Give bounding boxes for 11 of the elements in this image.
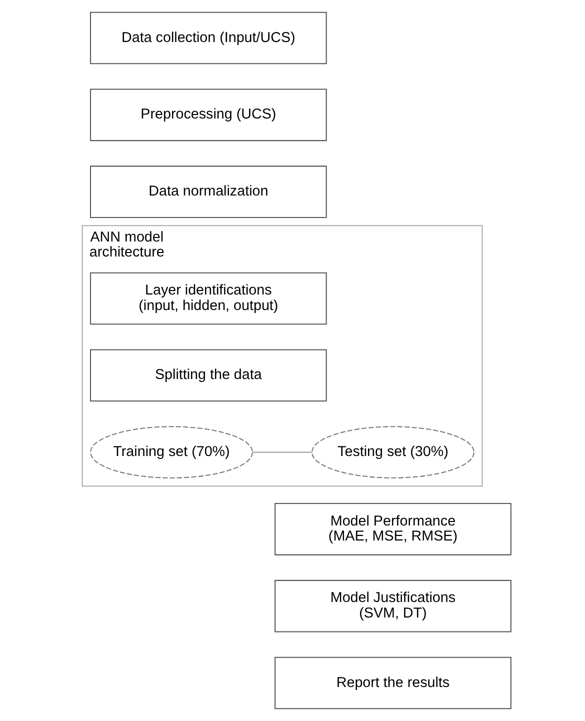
node-ellipse: Training set (70%) [90, 426, 254, 478]
node-box: Data collection (Input/UCS) [90, 12, 327, 64]
node-box: Report the results [274, 656, 512, 710]
connector [252, 452, 312, 453]
node-ellipse: Testing set (30%) [311, 426, 474, 478]
node-box: Model Performance (MAE, MSE, RMSE) [274, 503, 512, 556]
node-box: Layer identifications (input, hidden, output) [90, 272, 327, 325]
node-box: Splitting the data [90, 349, 327, 402]
node-box: Data normalization [90, 166, 327, 218]
node-box: Model Justifications (SVM, DT) [274, 580, 512, 632]
node-box: Preprocessing (UCS) [90, 88, 327, 142]
